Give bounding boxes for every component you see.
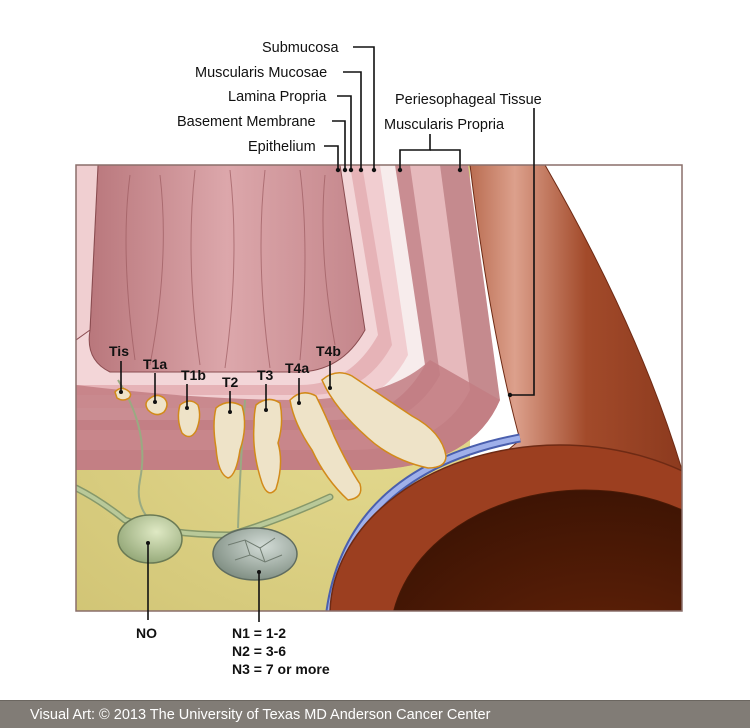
- tumor-t3: [252, 398, 283, 494]
- tumor-t4b: [321, 372, 447, 469]
- label-n1: N1 = 1-2: [232, 625, 287, 641]
- credit-text: Visual Art: © 2013 The University of Tex…: [30, 707, 491, 723]
- illustration-stage: [75, 46, 683, 622]
- label-lamina-propria: Lamina Propria: [228, 89, 327, 105]
- tumor-tis: [114, 387, 132, 401]
- label-periesophageal-tissue: Periesophageal Tissue: [395, 92, 542, 108]
- label-t4b: T4b: [316, 343, 341, 359]
- lymphatic-channel: [76, 486, 332, 538]
- label-t4a: T4a: [285, 360, 310, 376]
- lymph-node-positive: [212, 527, 298, 581]
- label-epithelium: Epithelium: [248, 139, 316, 155]
- label-t2: T2: [222, 374, 239, 390]
- leader-dots: [335, 167, 513, 398]
- lymph-node-n0: [117, 514, 183, 564]
- illustration-frame: [75, 164, 683, 612]
- tumor-t1a: [145, 394, 168, 416]
- label-tis: Tis: [109, 343, 129, 359]
- tumor-t2: [213, 401, 246, 479]
- label-t1b: T1b: [181, 367, 206, 383]
- label-submucosa: Submucosa: [262, 40, 339, 56]
- node-staging-list: N1 = 1-2 N2 = 3-6 N3 = 7 or more: [232, 624, 330, 678]
- label-n3: N3 = 7 or more: [232, 661, 330, 677]
- tumor-t4a: [289, 392, 362, 501]
- label-muscularis-propria: Muscularis Propria: [384, 117, 505, 133]
- label-n0: NO: [136, 625, 157, 641]
- label-t3: T3: [257, 367, 274, 383]
- tumor-group: [114, 372, 447, 501]
- label-basement-membrane: Basement Membrane: [177, 114, 316, 130]
- mucosa-surface: [88, 165, 366, 373]
- label-muscularis-mucosae: Muscularis Mucosae: [195, 65, 328, 81]
- anatomy-cutaway: [76, 165, 682, 611]
- esophagus-illustration: [75, 46, 683, 622]
- node-leader-lines: [147, 543, 260, 622]
- tumor-leader-lines: [120, 361, 331, 412]
- label-t1a: T1a: [143, 356, 168, 372]
- layer-leader-lines: [324, 46, 535, 396]
- label-n2: N2 = 3-6: [232, 643, 287, 659]
- credit-footer: Visual Art: © 2013 The University of Tex…: [0, 700, 750, 728]
- aorta-lumen: [393, 489, 682, 611]
- tumor-t1b: [177, 400, 201, 438]
